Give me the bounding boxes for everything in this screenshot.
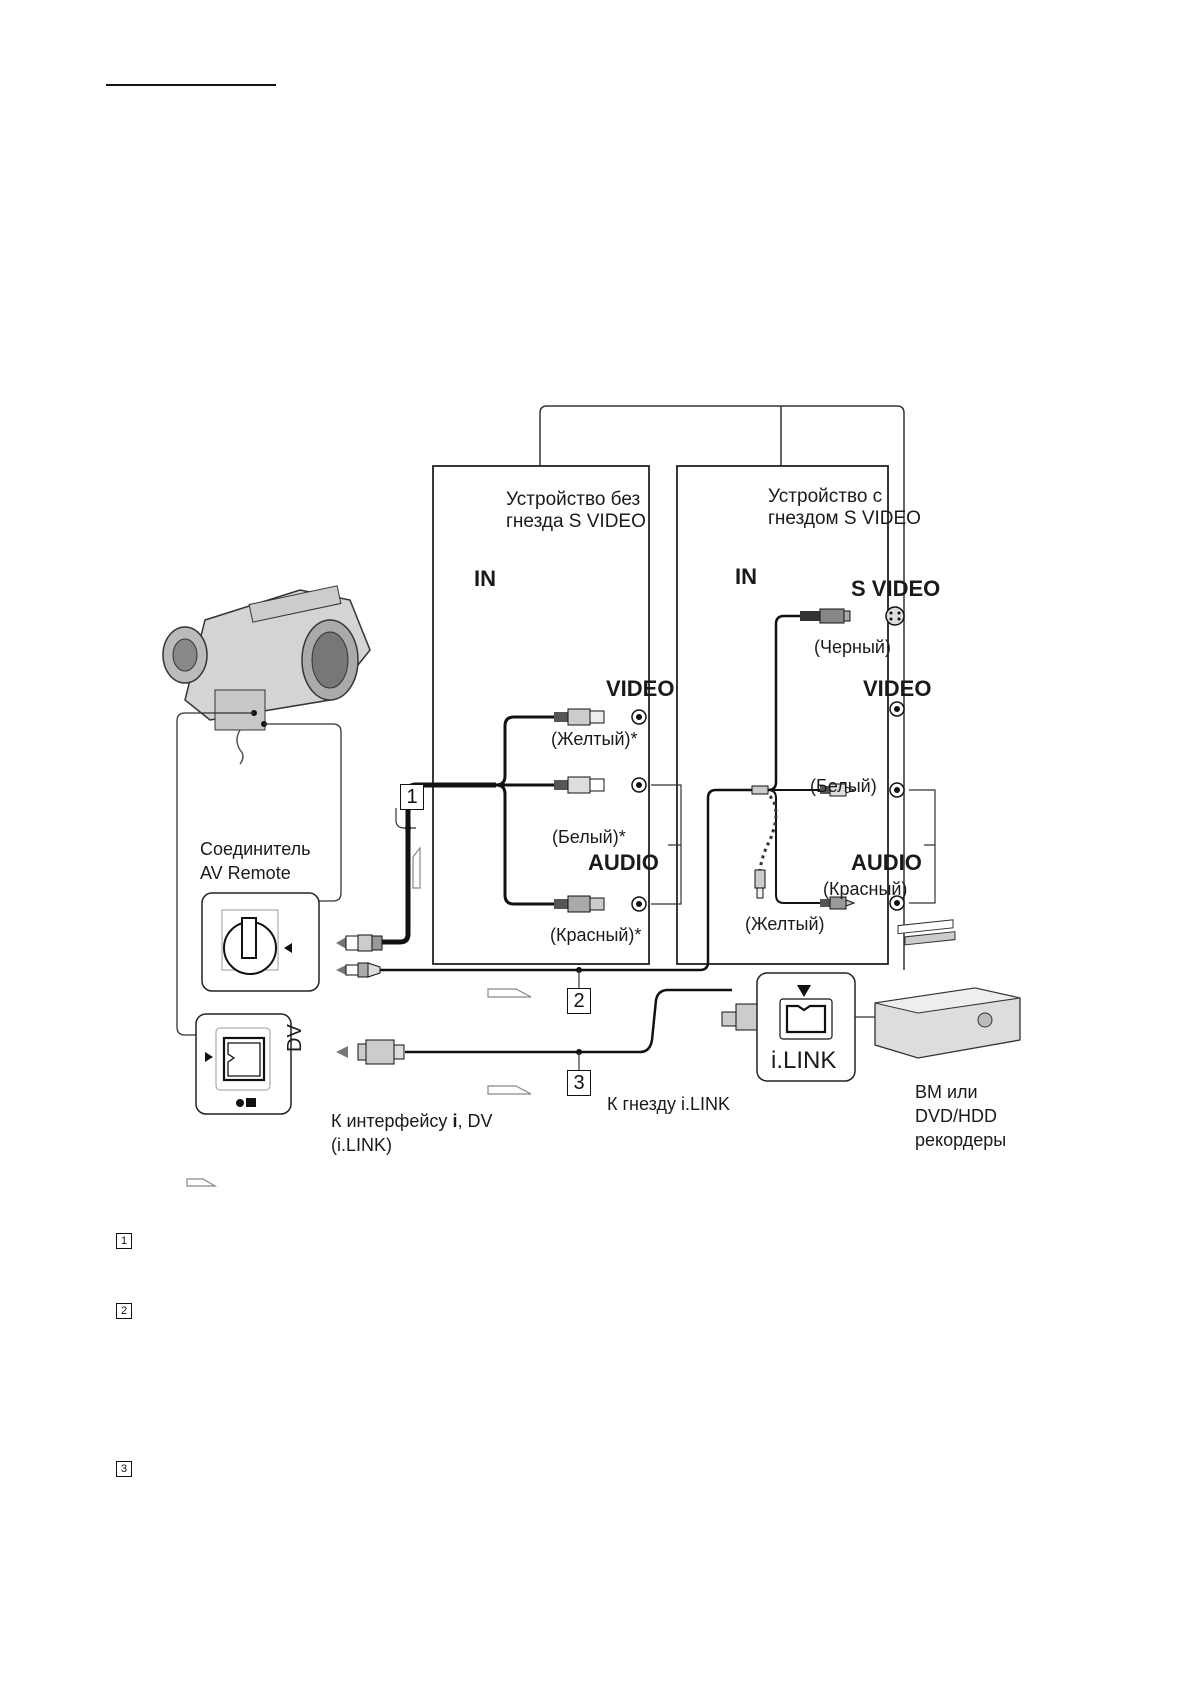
dv-interface-text: К интерфейсу [331, 1111, 448, 1131]
rca-plug-white [554, 776, 605, 794]
cable-3 [405, 988, 732, 1054]
panel-with-svideo-audio: AUDIO [851, 850, 922, 875]
dv-interface-label-2: (i.LINK) [331, 1135, 393, 1155]
recorder-illustration [874, 919, 1021, 1059]
panel-with-svideo-title-1: Устройство с [768, 486, 883, 507]
av-remote-connector-label-2: AV Remote [200, 863, 291, 883]
panel-no-svideo-red: (Красный)* [550, 925, 642, 945]
recorder-name-3: рекордеры [915, 1130, 1007, 1150]
svideo-plug [800, 608, 851, 624]
marker-2: 2 [567, 988, 591, 1014]
signal-flow-arrow-icon-2 [487, 988, 532, 998]
ilink-label: i.LINK [771, 1047, 837, 1074]
marker-3: 3 [567, 1070, 591, 1096]
signal-flow-arrow-icon-3 [487, 1085, 532, 1095]
to-ilink-label: К гнезду i.LINK [607, 1094, 730, 1114]
ilink-logo-icon: i [452, 1111, 458, 1131]
rca-plug-yellow-unused [754, 869, 766, 899]
signal-flow-legend-icon [186, 1178, 218, 1187]
audio-white-jack-left [631, 777, 647, 793]
panel-no-svideo-in: IN [474, 566, 496, 591]
video-jack-right [889, 701, 905, 717]
panel-with-svideo-black: (Черный) [814, 637, 891, 657]
panel-with-svideo-white: (Белый) [810, 776, 877, 796]
audio-red-jack-left [631, 896, 647, 912]
camcorder-illustration [162, 585, 371, 765]
av-remote-jack-icon [221, 909, 292, 975]
panel-with-svideo-title-2: гнездом S VIDEO [768, 508, 921, 529]
ilink-jack-icon [779, 985, 833, 1040]
dv-plug-camera [336, 1039, 405, 1065]
signal-flow-arrow-icon-1 [412, 846, 421, 889]
panel-no-svideo-video: VIDEO [606, 676, 675, 701]
rca-plug-white-right [820, 783, 856, 797]
panel-bracket [539, 405, 905, 970]
panel-no-svideo-title-2: гнезда S VIDEO [506, 511, 646, 532]
av-mini-plug [336, 962, 381, 978]
video-jack-left [631, 709, 647, 725]
av-remote-connector-label-1: Соединитель [200, 839, 311, 859]
rca-plug-red [554, 895, 605, 913]
panel-no-svideo-box [432, 465, 650, 965]
footnote-marker-3: 3 [116, 1461, 132, 1477]
panel-with-svideo-red: (Красный) [823, 879, 908, 899]
svideo-jack [885, 606, 905, 626]
panel-with-svideo-in: IN [735, 564, 757, 589]
audio-red-jack-right [889, 895, 905, 911]
panel-with-svideo-svideo: S VIDEO [851, 576, 941, 601]
rca-plug-red-right [820, 896, 856, 910]
panel-with-svideo-box [676, 465, 889, 965]
panel-no-svideo-white: (Белый)* [552, 827, 626, 847]
panel-no-svideo-title-1: Устройство без [506, 489, 641, 510]
audio-white-jack-right [889, 782, 905, 798]
dv-interface-suffix: DV [467, 1111, 493, 1131]
cable-2 [372, 788, 755, 972]
panel-with-svideo-yellow: (Желтый) [745, 914, 825, 934]
footnote-marker-1: 1 [116, 1233, 132, 1249]
cable-1 [372, 782, 496, 945]
header-rule [106, 84, 276, 86]
panel-with-svideo-video: VIDEO [863, 676, 932, 701]
dv-label: DV [284, 1024, 306, 1052]
recorder-name-2: DVD/HDD [915, 1106, 998, 1126]
dv-jack-icon [205, 1027, 271, 1107]
panel-no-svideo-audio: AUDIO [588, 850, 659, 875]
rca-plug-yellow [554, 708, 605, 726]
panel-no-svideo-yellow: (Желтый)* [551, 729, 638, 749]
av-multi-plug [336, 934, 383, 952]
dv-interface-label: К интерфейсу i, DV [331, 1111, 493, 1131]
marker-1: 1 [400, 784, 424, 810]
footnote-marker-2: 2 [116, 1303, 132, 1319]
recorder-name-1: ВМ или [915, 1082, 978, 1102]
